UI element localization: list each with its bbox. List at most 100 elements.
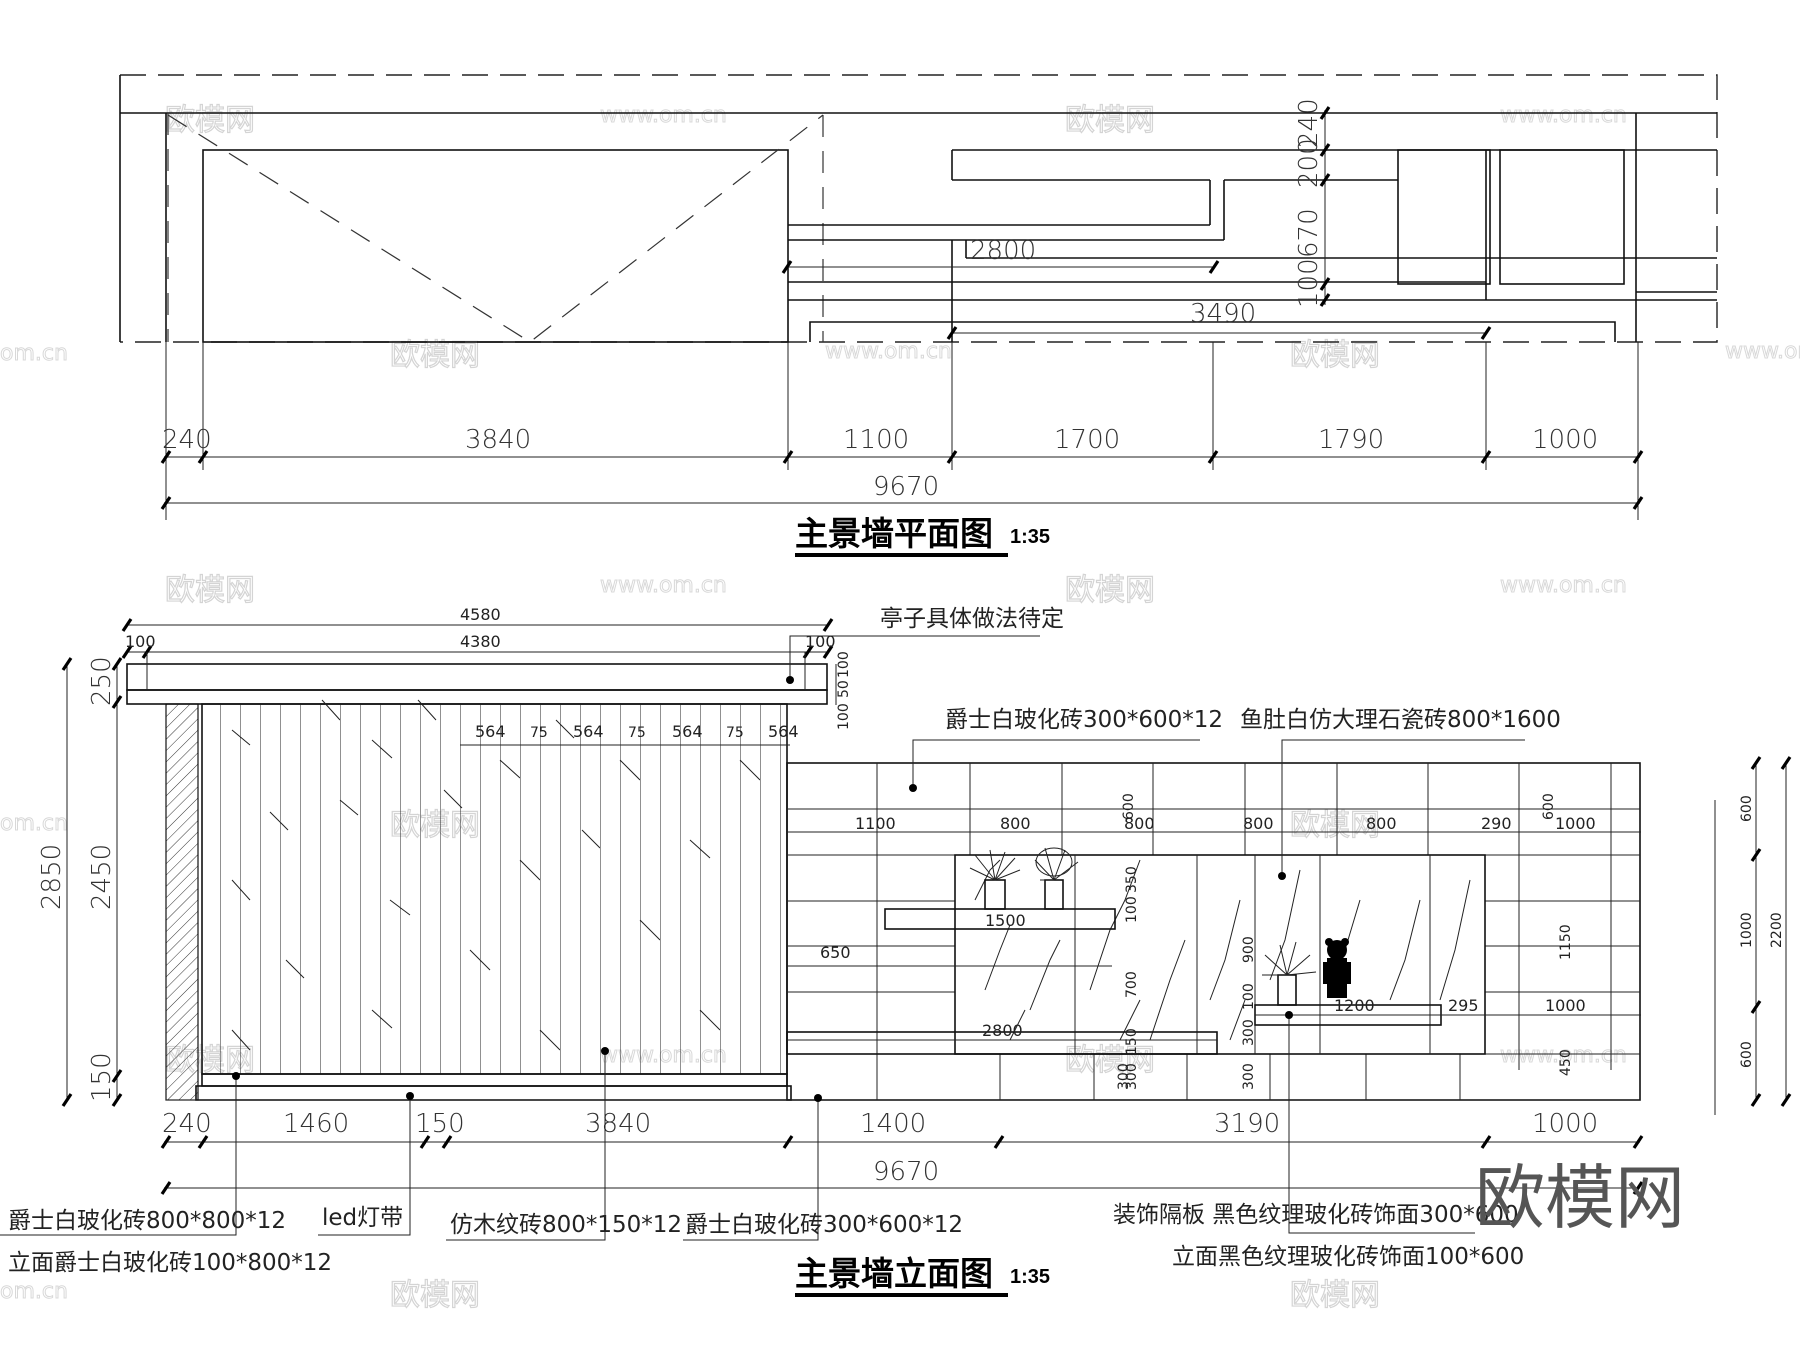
svg-text:1700: 1700 (1054, 425, 1120, 455)
svg-text:www.om.cn: www.om.cn (1500, 573, 1627, 598)
svg-text:800: 800 (1124, 814, 1155, 833)
svg-text:600: 600 (1121, 793, 1137, 820)
svg-text:1100: 1100 (843, 425, 909, 455)
svg-text:欧模网: 欧模网 (1065, 1043, 1155, 1078)
svg-text:800: 800 (1243, 814, 1274, 833)
svg-text:om.cn: om.cn (0, 1279, 68, 1304)
note-tile-300x600: 爵士白玻化砖300*600*12 (945, 707, 1223, 733)
svg-text:75: 75 (530, 725, 548, 741)
svg-text:800: 800 (1000, 814, 1031, 833)
svg-text:欧模网: 欧模网 (165, 103, 255, 138)
left-height-dims: 2850 2450 250 150 (37, 656, 123, 1107)
svg-text:4380: 4380 (460, 632, 501, 651)
svg-text:欧模网: 欧模网 (390, 1278, 480, 1313)
svg-text:1000: 1000 (1555, 814, 1596, 833)
svg-text:670: 670 (1294, 208, 1324, 258)
svg-text:2850: 2850 (37, 844, 67, 910)
svg-text:2800: 2800 (982, 1021, 1023, 1040)
plan-view: 240 200 670 100 2800 3490 (119, 74, 1718, 557)
svg-text:1000: 1000 (1739, 912, 1755, 948)
note-led-strip: led灯带 (322, 1205, 403, 1231)
svg-text:300: 300 (1241, 1063, 1257, 1090)
svg-text:564: 564 (573, 722, 604, 741)
svg-text:1000: 1000 (1532, 425, 1598, 455)
plan-scale: 1:35 (1010, 526, 1050, 548)
svg-text:100: 100 (805, 632, 836, 651)
svg-text:240: 240 (162, 1109, 212, 1139)
svg-text:3840: 3840 (465, 425, 531, 455)
svg-text:50: 50 (836, 680, 852, 698)
svg-text:564: 564 (768, 722, 799, 741)
svg-text:1000: 1000 (1545, 996, 1586, 1015)
svg-text:564: 564 (475, 722, 506, 741)
svg-text:150: 150 (87, 1052, 117, 1102)
svg-text:1000: 1000 (1532, 1109, 1598, 1139)
svg-text:240: 240 (1294, 98, 1324, 148)
material-notes: 爵士白玻化砖800*800*12 立面爵士白玻化砖100*800*12 led灯… (0, 1011, 1524, 1276)
svg-text:om.cn: om.cn (0, 811, 68, 836)
note-shelf: 装饰隔板 黑色纹理玻化砖饰面300*600 (1113, 1202, 1519, 1228)
svg-text:300: 300 (1124, 1063, 1140, 1090)
svg-text:欧模网: 欧模网 (1065, 103, 1155, 138)
svg-text:3190: 3190 (1214, 1109, 1280, 1139)
svg-text:www.om.cn: www.om.cn (1725, 339, 1800, 364)
svg-text:4580: 4580 (460, 605, 501, 624)
svg-text:www.om.cn: www.om.cn (1500, 103, 1627, 128)
plan-dimension-chain: 240 3840 1100 1700 1790 1000 9670 (160, 342, 1644, 520)
svg-text:700: 700 (1124, 971, 1140, 998)
note-marble: 鱼肚白仿大理石瓷砖800*1600 (1240, 707, 1561, 733)
svg-text:欧模网: 欧模网 (390, 338, 480, 373)
elevation-dimension-chain: 240 1460 150 3840 1400 3190 1000 9670 (160, 1099, 1644, 1195)
svg-text:欧模网: 欧模网 (165, 573, 255, 608)
svg-text:240: 240 (162, 425, 212, 455)
note-wood-tile: 仿木纹砖800*150*12 (450, 1212, 682, 1238)
svg-text:350: 350 (1124, 866, 1140, 893)
svg-text:1460: 1460 (283, 1109, 349, 1139)
svg-text:1790: 1790 (1318, 425, 1384, 455)
wood-slat-wall: 564 75 564 75 564 75 564 (195, 699, 799, 1101)
svg-text:9670: 9670 (873, 472, 939, 502)
svg-text:www.om.cn: www.om.cn (1500, 1043, 1627, 1068)
note-shelf-riser: 立面黑色纹理玻化砖饰面100*600 (1172, 1244, 1524, 1270)
svg-text:150: 150 (1124, 1028, 1140, 1055)
plan-title: 主景墙平面图 (795, 514, 993, 553)
svg-text:100: 100 (1294, 258, 1324, 308)
svg-text:200: 200 (1294, 138, 1324, 188)
plant-decor-1 (969, 849, 1021, 910)
note-riser-tile: 立面爵士白玻化砖100*800*12 (8, 1250, 332, 1276)
svg-text:100: 100 (1241, 983, 1257, 1010)
elevation-scale: 1:35 (1010, 1266, 1050, 1288)
svg-text:600: 600 (1541, 793, 1557, 820)
elevation-title: 主景墙立面图 (795, 1254, 993, 1293)
note-tile-300x600-b: 爵士白玻化砖300*600*12 (685, 1212, 963, 1238)
svg-text:www.om.cn: www.om.cn (600, 103, 727, 128)
svg-text:100: 100 (836, 651, 852, 678)
note-floor-tile: 爵士白玻化砖800*800*12 (8, 1208, 286, 1234)
svg-text:900: 900 (1241, 936, 1257, 963)
svg-text:1500: 1500 (985, 911, 1026, 930)
svg-text:100: 100 (836, 703, 852, 730)
brand-watermark: 欧模网 (1475, 1157, 1685, 1239)
svg-text:om.cn: om.cn (0, 341, 68, 366)
svg-text:150: 150 (415, 1109, 465, 1139)
svg-text:600: 600 (1739, 795, 1755, 822)
svg-text:290: 290 (1481, 814, 1512, 833)
svg-text:3490: 3490 (1190, 299, 1256, 329)
svg-text:564: 564 (672, 722, 703, 741)
tile-wall: 650 1500 350 100 700 2800 150 300 300 90… (786, 762, 1641, 1101)
svg-text:100: 100 (125, 632, 156, 651)
svg-text:1200: 1200 (1334, 996, 1375, 1015)
svg-text:2800: 2800 (970, 236, 1036, 266)
bear-figurine (1323, 938, 1351, 998)
svg-text:欧模网: 欧模网 (1290, 1278, 1380, 1313)
svg-text:75: 75 (628, 725, 646, 741)
concrete-column (165, 703, 199, 1101)
svg-text:3840: 3840 (585, 1109, 651, 1139)
svg-text:75: 75 (726, 725, 744, 741)
svg-text:300: 300 (1116, 1063, 1132, 1090)
canopy-note: 亭子具体做法待定 (880, 606, 1064, 632)
elevation-view: 4580 100 4380 100 亭子具体做法待定 100 50 100 (0, 605, 1792, 1297)
svg-text:1100: 1100 (855, 814, 896, 833)
svg-text:600: 600 (1739, 1041, 1755, 1068)
svg-text:300: 300 (1241, 1019, 1257, 1046)
